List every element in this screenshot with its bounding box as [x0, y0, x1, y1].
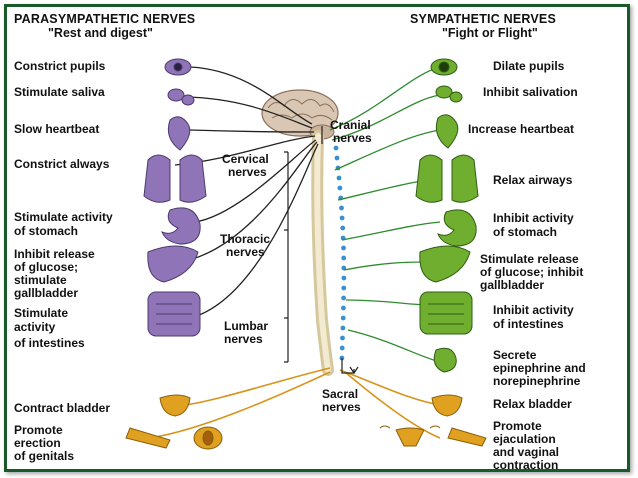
ganglion-dot	[341, 285, 347, 291]
parasympathetic-title: PARASYMPATHETIC NERVES	[14, 12, 196, 26]
effect-label: Promote	[493, 419, 542, 433]
effect-label: Promote	[14, 423, 63, 437]
heart-icon	[435, 114, 459, 149]
heart-icon	[167, 116, 191, 151]
effect-label: Relax airways	[493, 173, 573, 187]
effect-label: epinephrine and	[493, 361, 586, 375]
eye-icon	[164, 58, 192, 76]
effect-label: Stimulate activity	[14, 210, 113, 224]
sympathetic-subtitle: "Fight or Flight"	[442, 26, 538, 40]
intestines-icon	[147, 291, 201, 337]
ganglion-dot	[340, 225, 346, 231]
effect-label: Stimulate	[14, 306, 69, 320]
bladder-icon	[159, 394, 191, 417]
effect-label: erection	[14, 436, 61, 450]
nerve-brackets	[284, 126, 323, 363]
ganglion-dot	[339, 205, 344, 211]
effect-label: of glucose;	[14, 260, 79, 274]
sacral-outflow	[341, 358, 359, 375]
sympathetic-organs	[415, 58, 479, 373]
ganglion-dot	[341, 305, 346, 311]
effect-label: ejaculation	[493, 432, 556, 446]
sympathetic-title: SYMPATHETIC NERVES	[410, 12, 556, 26]
effect-label: Secrete	[493, 348, 537, 362]
effect-label: Inhibit activity	[493, 211, 574, 225]
effect-label: Slow heartbeat	[14, 122, 100, 136]
effect-label: of stomach	[14, 224, 79, 238]
ganglion-dot	[339, 345, 345, 351]
effect-label: of intestines	[493, 317, 564, 331]
eye-icon	[430, 58, 458, 76]
effect-label: Inhibit salivation	[483, 85, 578, 99]
thoracic-nerves-label: nerves	[226, 245, 265, 259]
effect-label: and vaginal	[493, 445, 560, 459]
effect-label: Stimulate saliva	[14, 85, 105, 99]
effect-label: activity	[14, 320, 56, 334]
ganglion-dot	[339, 215, 345, 221]
effect-label: Constrict pupils	[14, 59, 106, 73]
effect-label: Inhibit activity	[493, 303, 574, 317]
lungs-icon	[143, 154, 207, 203]
effect-label: gallbladder	[480, 278, 545, 292]
ganglion-dot	[341, 245, 346, 251]
effect-label: contraction	[493, 458, 559, 472]
parasympathetic-subtitle: "Rest and digest"	[48, 26, 153, 40]
parasympathetic-pathways	[174, 66, 319, 319]
ganglion-dot	[341, 295, 346, 301]
lumbar-nerves-label: Lumbar	[224, 319, 269, 333]
adrenal-gland-icon	[433, 347, 457, 373]
effect-label: Contract bladder	[14, 401, 111, 415]
effect-label: gallbladder	[14, 286, 79, 300]
effect-label: Increase heartbeat	[468, 122, 575, 136]
cranial-nerves-label: nerves	[333, 131, 372, 145]
spinal-cord	[311, 130, 334, 376]
ganglion-dot	[340, 335, 345, 341]
uterus-icon	[379, 425, 441, 447]
cervical-nerves-label: nerves	[228, 165, 267, 179]
effect-label: Dilate pupils	[493, 59, 565, 73]
effect-label: Inhibit release	[14, 247, 95, 261]
sacral-nerves-label: nerves	[322, 400, 361, 414]
cranial-nerves-label: Cranial	[330, 118, 371, 132]
parasympathetic-organs	[143, 58, 207, 337]
ganglion-dot	[336, 175, 342, 181]
effect-label: stimulate	[14, 273, 67, 287]
sacral-nerves-label: Sacral	[322, 387, 359, 401]
stomach-icon	[161, 207, 201, 245]
ganglion-dot	[341, 275, 347, 281]
ganglion-dot	[341, 255, 347, 261]
ganglion-dot	[337, 185, 343, 191]
effect-label: Relax bladder	[493, 397, 572, 411]
effect-label: of stomach	[493, 225, 558, 239]
salivary-gland-icon	[435, 85, 463, 103]
female-genitals-icon	[193, 426, 223, 450]
effect-label: of genitals	[14, 449, 75, 463]
sacral-pathways	[149, 367, 441, 439]
thoracic-nerves-label: Thoracic	[220, 232, 271, 246]
intestines-icon	[419, 291, 473, 335]
effect-label: Constrict always	[14, 157, 110, 171]
male-genitals-icon	[125, 427, 171, 449]
effect-label: of intestines	[14, 336, 85, 350]
stomach-icon	[437, 209, 477, 247]
lungs-icon	[415, 154, 479, 203]
pelvic-organs	[125, 394, 487, 450]
bladder-icon	[431, 394, 463, 417]
effect-label: of glucose; inhibit	[480, 265, 584, 279]
ganglion-dot	[333, 145, 339, 151]
cervical-nerves-label: Cervical	[222, 152, 269, 166]
liver-icon	[419, 245, 471, 283]
ganglion-dot	[340, 315, 346, 321]
ganglion-dot	[340, 325, 346, 331]
lumbar-nerves-label: nerves	[224, 332, 263, 346]
effect-label: norepinephrine	[493, 374, 581, 388]
salivary-gland-icon	[167, 88, 195, 106]
effect-label: Stimulate release	[480, 252, 579, 266]
sympathetic-ganglia-chain	[333, 145, 347, 361]
ganglion-dot	[334, 155, 340, 161]
male-genitals-icon	[447, 427, 487, 447]
liver-icon	[147, 245, 199, 283]
